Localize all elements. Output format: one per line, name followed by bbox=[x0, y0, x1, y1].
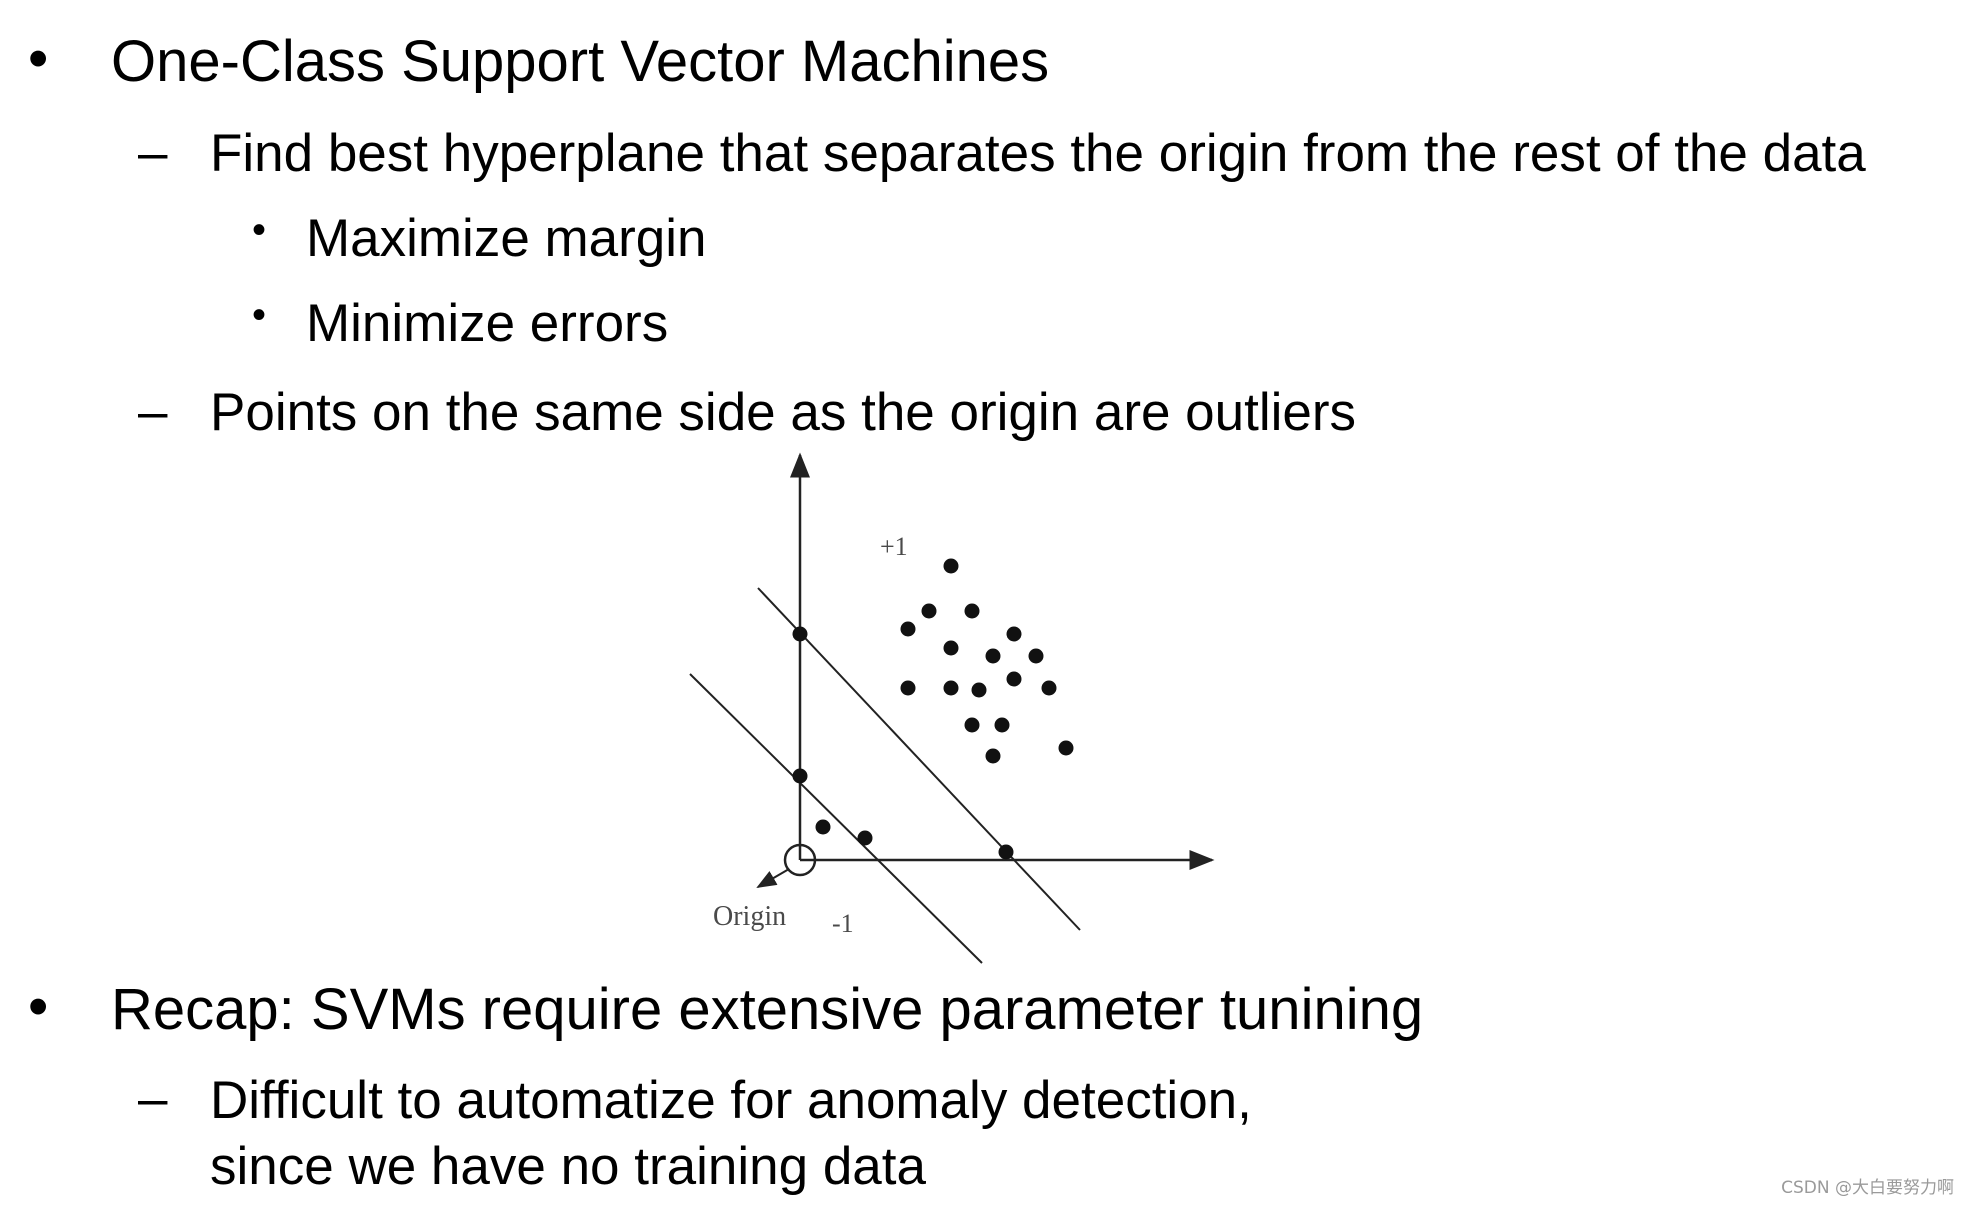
label-plus-one: +1 bbox=[880, 532, 908, 561]
data-point bbox=[985, 748, 1001, 764]
data-points bbox=[792, 558, 1074, 860]
data-point bbox=[943, 640, 959, 656]
bullet-marker: • bbox=[252, 208, 267, 252]
bullet-marker: • bbox=[28, 974, 49, 1039]
heading-recap: Recap: SVMs require extensive parameter … bbox=[111, 977, 1424, 1042]
data-point bbox=[994, 717, 1010, 733]
dash-marker: – bbox=[138, 1069, 168, 1128]
margin-line bbox=[689, 673, 983, 964]
data-point bbox=[1058, 740, 1074, 756]
data-point bbox=[1006, 626, 1022, 642]
subsubitem-maximize-margin: Maximize margin bbox=[306, 209, 707, 268]
bullet-marker: • bbox=[28, 26, 49, 91]
watermark: CSDN @大白要努力啊 bbox=[1781, 1178, 1954, 1198]
label-minus-one: -1 bbox=[832, 909, 854, 938]
data-point bbox=[792, 768, 808, 784]
data-point bbox=[1006, 671, 1022, 687]
data-point bbox=[921, 603, 937, 619]
data-point bbox=[943, 558, 959, 574]
data-point bbox=[943, 680, 959, 696]
data-point bbox=[964, 717, 980, 733]
data-point bbox=[985, 648, 1001, 664]
subitem-outliers: Points on the same side as the origin ar… bbox=[210, 383, 1357, 442]
data-point bbox=[792, 626, 808, 642]
subitem-difficult-line2: since we have no training data bbox=[210, 1137, 926, 1196]
origin-circle bbox=[783, 843, 817, 877]
hyperplane-line bbox=[757, 587, 1081, 931]
bullet-marker: • bbox=[252, 293, 267, 337]
subitem-find-hyperplane: Find best hyperplane that separates the … bbox=[210, 124, 1866, 183]
data-point bbox=[900, 621, 916, 637]
data-point bbox=[1041, 680, 1057, 696]
dash-marker: – bbox=[138, 123, 168, 182]
data-point bbox=[971, 682, 987, 698]
subsubitem-minimize-errors: Minimize errors bbox=[306, 294, 669, 353]
data-point bbox=[900, 680, 916, 696]
data-point bbox=[998, 844, 1014, 860]
label-origin: Origin bbox=[713, 901, 786, 932]
dash-marker: – bbox=[138, 382, 168, 441]
heading-one-class-svm: One-Class Support Vector Machines bbox=[111, 29, 1050, 94]
origin-pointer-arrow bbox=[756, 868, 790, 889]
data-point bbox=[1028, 648, 1044, 664]
data-point bbox=[964, 603, 980, 619]
data-point bbox=[815, 819, 831, 835]
data-point bbox=[857, 830, 873, 846]
subitem-difficult-line1: Difficult to automatize for anomaly dete… bbox=[210, 1071, 1252, 1130]
